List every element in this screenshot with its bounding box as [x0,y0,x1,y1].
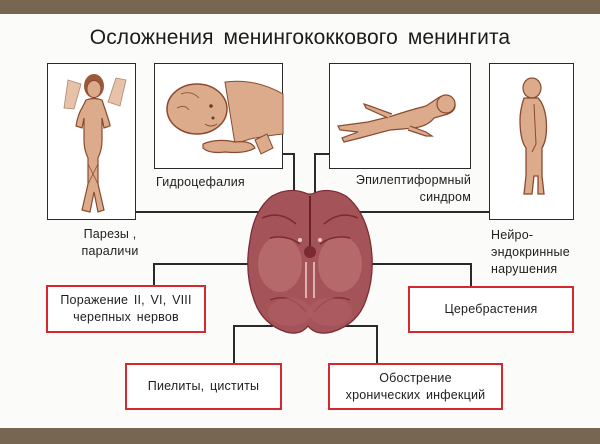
box-line: хронических инфекций [345,387,486,402]
box-line: Пиелиты, циститы [147,379,260,393]
box-cerebrasthenia: Церебрастения [408,286,574,333]
connector-line [153,263,155,286]
box-cranial-nerves: Поражение II, VI, VIII черепных нервов [46,285,206,333]
brain-icon [247,189,373,334]
label-line: Парезы , [83,227,137,241]
box-line: Церебрастения [444,302,538,316]
label-paresis: Парезы , параличи [70,226,150,260]
connector-line [340,263,472,265]
box-pyelitis: Пиелиты, циститы [125,363,282,410]
obese-figure-icon [519,77,548,195]
label-line: синдром [419,190,471,204]
box-line: Обострение [379,370,452,385]
box-chronic-infections: Обострение хронических инфекций [328,363,503,410]
top-frame-bar [0,0,600,14]
label-line: эндокринные [491,245,570,259]
infant-head-icon [166,80,284,155]
connector-line [233,325,235,363]
panel-neuroendocrine [489,63,574,220]
connector-line [135,211,275,213]
diagram-title: Осложнения менингококкового менингита [89,26,511,49]
panel-paresis [47,63,136,220]
panel-epileptiform [329,63,471,169]
label-hydrocephalus: Гидроцефалия [156,175,245,189]
standing-figure-icon [63,74,127,213]
label-line: Нейро- [491,228,534,242]
connector-line [293,153,295,193]
label-line: Эпилептиформный [355,173,471,187]
lying-child-icon [337,94,456,143]
connector-line [376,325,378,363]
connector-line [314,153,330,155]
connector-line [153,263,268,265]
connector-line [470,263,472,286]
label-epileptiform: Эпилептиформный синдром [340,172,471,206]
box-line: черепных нервов [73,310,179,324]
connector-line [335,211,490,213]
bottom-frame-bar [0,428,600,444]
box-line: Поражение II, VI, VIII [60,293,192,307]
connector-line [282,153,294,155]
panel-hydrocephalus [154,63,284,169]
connector-line [314,153,316,193]
connector-line [233,325,273,327]
connector-line [340,325,378,327]
label-line: нарушения [491,262,558,276]
label-line: параличи [81,244,139,258]
label-neuroendocrine: Нейро- эндокринные нарушения [491,227,570,278]
